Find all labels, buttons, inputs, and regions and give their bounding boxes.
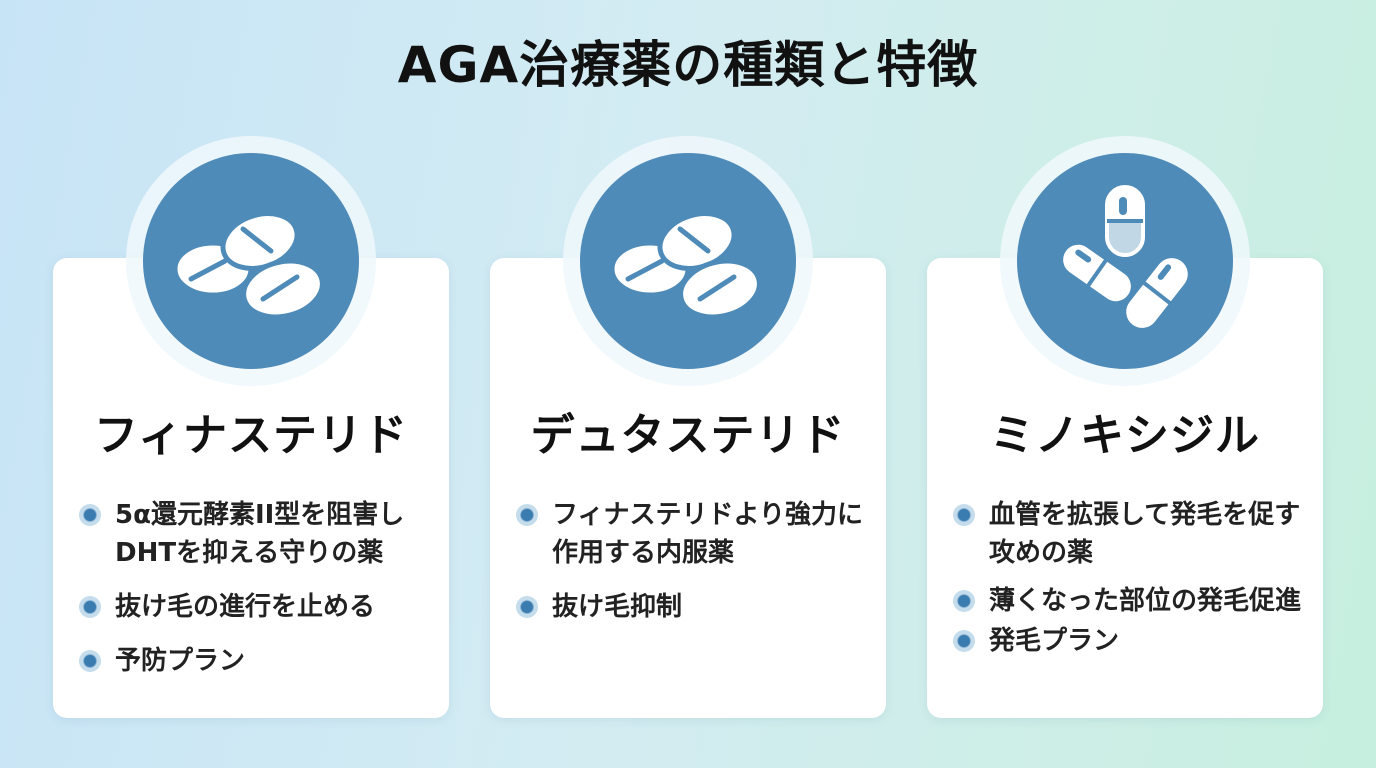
card-title: デュタステリド <box>530 410 846 461</box>
bullet-icon <box>953 630 975 652</box>
feature-list: 血管を拡張して発毛を促す攻めの薬 薄くなった部位の発毛促進 発毛プラン <box>953 496 1313 660</box>
feature-list: フィナステリドより強力に作用する内服薬 抜け毛抑制 <box>516 496 876 626</box>
bullet-icon <box>516 504 538 526</box>
bullet-icon <box>79 504 101 526</box>
list-item: 血管を拡張して発毛を促す攻めの薬 <box>953 496 1313 572</box>
list-item: 抜け毛の進行を止める <box>79 588 439 626</box>
capsules-icon <box>1017 153 1233 369</box>
tablets-icon <box>143 153 359 369</box>
list-item: 薄くなった部位の発毛促進 <box>953 582 1313 620</box>
list-item: 発毛プラン <box>953 622 1313 660</box>
card-title: フィナステリド <box>93 410 409 461</box>
list-item: 5α還元酵素II型を阻害しDHTを抑える守りの薬 <box>79 496 439 572</box>
bullet-icon <box>79 596 101 618</box>
bullet-icon <box>79 650 101 672</box>
list-item: フィナステリドより強力に作用する内服薬 <box>516 496 876 572</box>
feature-list: 5α還元酵素II型を阻害しDHTを抑える守りの薬 抜け毛の進行を止める 予防プラ… <box>79 496 439 680</box>
card-minoxidil: ミノキシジル 血管を拡張して発毛を促す攻めの薬 薄くなった部位の発毛促進 発毛プ… <box>927 258 1323 718</box>
card-title: ミノキシジル <box>990 410 1260 461</box>
list-item: 予防プラン <box>79 642 439 680</box>
tablets-icon <box>580 153 796 369</box>
bullet-icon <box>516 596 538 618</box>
list-item: 抜け毛抑制 <box>516 588 876 626</box>
page-title: AGA治療薬の種類と特徴 <box>397 36 979 94</box>
bullet-icon <box>953 504 975 526</box>
bullet-icon <box>953 590 975 612</box>
